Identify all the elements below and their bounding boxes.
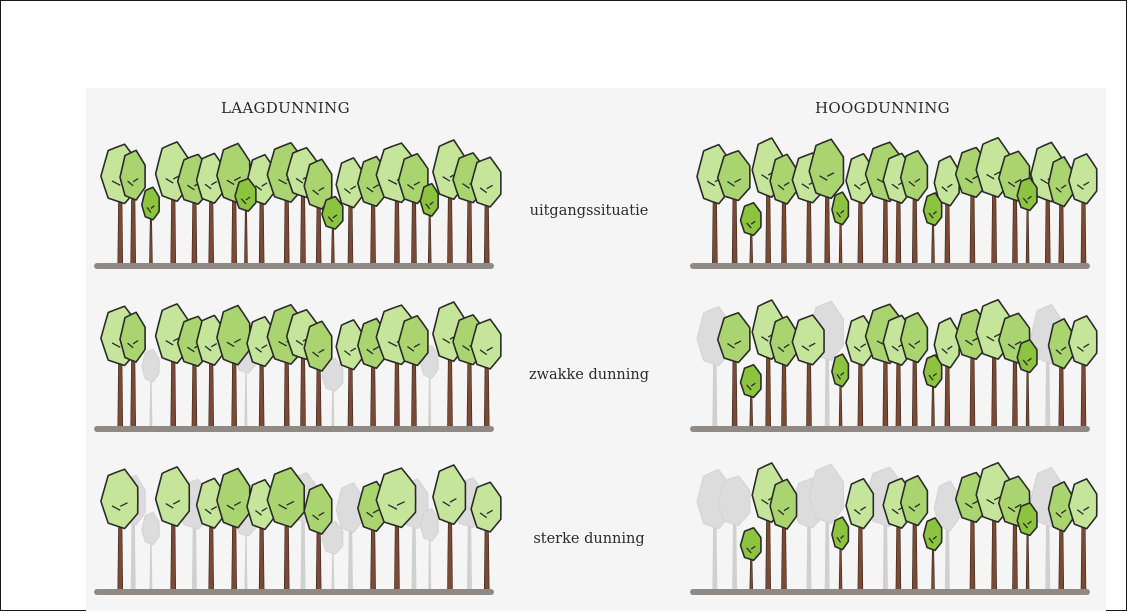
stand-hoog-1: [690, 300, 1097, 432]
ground-line: [94, 263, 494, 269]
stand-laag-2: [94, 465, 501, 595]
stand-laag-1: [94, 302, 501, 432]
ground-line: [690, 263, 1090, 269]
stand-hoog-0: [690, 138, 1097, 269]
ground-line: [690, 426, 1090, 432]
stand-laag-0: [94, 140, 501, 269]
ground-line: [94, 589, 494, 595]
stand-hoog-2: [690, 463, 1097, 595]
ground-line: [94, 426, 494, 432]
ground-line: [690, 589, 1090, 595]
